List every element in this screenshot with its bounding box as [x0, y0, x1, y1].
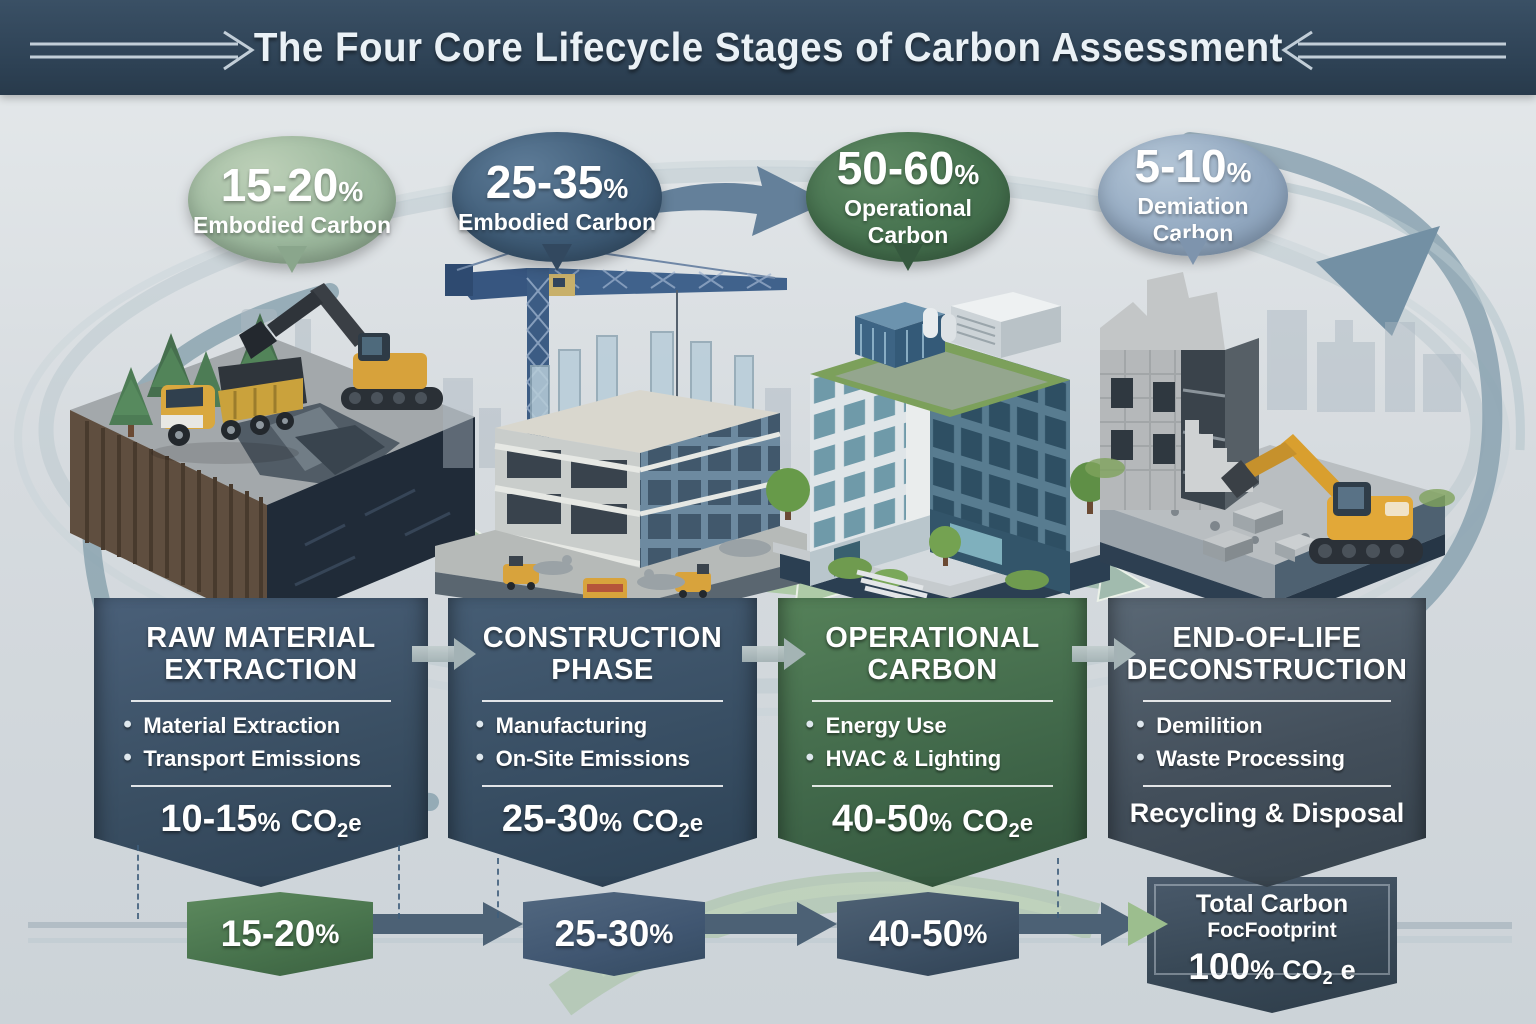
- bubble-operational-carbon: 50-60% Operational Carbon: [806, 132, 1010, 262]
- rooftop-hvac-icon: [923, 292, 1061, 358]
- right-cycle-arc-outer: [1229, 173, 1525, 451]
- divider: [481, 784, 723, 787]
- bubble-demolition-carbon: 5-10% Demiation Carbon: [1098, 134, 1288, 256]
- stage-bullets: Manufacturing On-Site Emissions: [470, 711, 736, 772]
- stage-value: 40-50%CO2e: [831, 797, 1034, 842]
- header-band: The Four Core Lifecycle Stages of Carbon…: [0, 0, 1536, 95]
- cycle-ellipse-ring-outer: [14, 160, 1510, 716]
- bullet-item: On-Site Emissions: [470, 744, 736, 772]
- dashed-connector: [137, 845, 139, 919]
- stage-value: 25-30%CO2e: [501, 797, 704, 842]
- divider: [1142, 699, 1392, 702]
- stage-bullets: Demilition Waste Processing: [1130, 711, 1403, 772]
- demolition-scene-illustration: [1085, 272, 1461, 622]
- stage-value: 10-15%CO2e: [160, 797, 362, 842]
- divider: [481, 699, 723, 702]
- city-silhouette: [1267, 310, 1461, 412]
- bullet-item: Manufacturing: [470, 711, 736, 739]
- flow-arrowhead-icon: [483, 902, 523, 946]
- building-under-construction: [494, 331, 781, 570]
- dump-truck-icon: [161, 357, 307, 446]
- bullet-item: Waste Processing: [1130, 744, 1403, 772]
- bubble-embodied-carbon-2: 25-35% Embodied Carbon: [452, 132, 662, 262]
- header-decor-arrows: [30, 30, 1506, 71]
- flow-arrowhead-icon: [797, 902, 837, 946]
- total-rail-line: [1397, 936, 1512, 940]
- total-rail-line: [1397, 924, 1512, 929]
- total-title: Total Carbon: [1195, 890, 1349, 918]
- bubble-label: Embodied Carbon: [192, 211, 392, 238]
- bush: [1085, 458, 1125, 478]
- bullet-item: HVAC & Lighting: [800, 744, 1066, 772]
- truck-shadow: [151, 442, 299, 464]
- bubble-value: 50-60%: [836, 142, 980, 194]
- bullet-item: Transport Emissions: [117, 744, 404, 772]
- divider: [811, 784, 1053, 787]
- flow-badge-40-50: 40-50%: [837, 892, 1019, 976]
- pine-trees-icon: [109, 313, 283, 437]
- flow-arrow-bar: [1019, 914, 1103, 934]
- bubble-embodied-carbon-1: 15-20% Embodied Carbon: [188, 136, 396, 264]
- bubble-value: 25-35%: [485, 155, 629, 208]
- ore-pile: [230, 403, 400, 487]
- panel-flow-arrow-icon: [742, 638, 806, 670]
- dashed-connector: [398, 845, 400, 919]
- flow-arrow-bar: [705, 914, 799, 934]
- total-subtitle: FocFootprint: [1207, 919, 1337, 942]
- dashed-connector: [497, 858, 499, 918]
- operational-scene-illustration: [766, 292, 1110, 622]
- divider: [1142, 784, 1392, 787]
- bullet-item: Demilition: [1130, 711, 1403, 739]
- flow-rail-line: [28, 938, 1512, 943]
- flow-arrow-bar: [373, 914, 485, 934]
- bullet-item: Material Extraction: [117, 711, 404, 739]
- divider: [130, 784, 392, 787]
- bubble-value: 5-10%: [1134, 140, 1252, 192]
- page-title: The Four Core Lifecycle Stages of Carbon…: [253, 24, 1283, 70]
- rubble-piles: [533, 539, 771, 590]
- flow-arrowhead-green-icon: [1128, 902, 1168, 946]
- flow-badge-25-30: 25-30%: [523, 892, 705, 976]
- right-arrow-icon: [1281, 30, 1506, 71]
- bush: [1419, 489, 1455, 507]
- bullet-item: Energy Use: [800, 711, 1066, 739]
- stage-footer: Recycling & Disposal: [1129, 797, 1405, 828]
- left-arrow-icon: [30, 30, 255, 71]
- bubble-value: 15-20%: [220, 158, 364, 211]
- bubble-label: Embodied Carbon: [457, 208, 657, 235]
- bubble-label: Operational Carbon: [844, 195, 972, 248]
- bubble-label: Demiation Carbon: [1137, 193, 1249, 246]
- excavator-icon: [1221, 434, 1423, 564]
- concrete-blocks-icon: [1203, 502, 1317, 562]
- raw-material-scene-illustration: [70, 283, 475, 610]
- stage-bullets: Material Extraction Transport Emissions: [117, 711, 404, 772]
- panel-flow-arrow-icon: [1072, 638, 1136, 670]
- dashed-connector: [1057, 858, 1059, 918]
- divider: [811, 699, 1053, 702]
- divider: [130, 699, 392, 702]
- construction-scene-illustration: [435, 240, 807, 608]
- excavator-icon: [239, 283, 443, 410]
- bubble-flow-arrow-icon: [636, 166, 828, 236]
- floor-slabs-right: [639, 431, 781, 517]
- rock-streaks: [294, 488, 451, 587]
- stage-bullets: Energy Use HVAC & Lighting: [800, 711, 1066, 772]
- panel-flow-arrow-icon: [412, 638, 476, 670]
- flow-badge-15-20: 15-20%: [187, 892, 373, 976]
- right-arc-arrowhead-icon: [1316, 226, 1440, 336]
